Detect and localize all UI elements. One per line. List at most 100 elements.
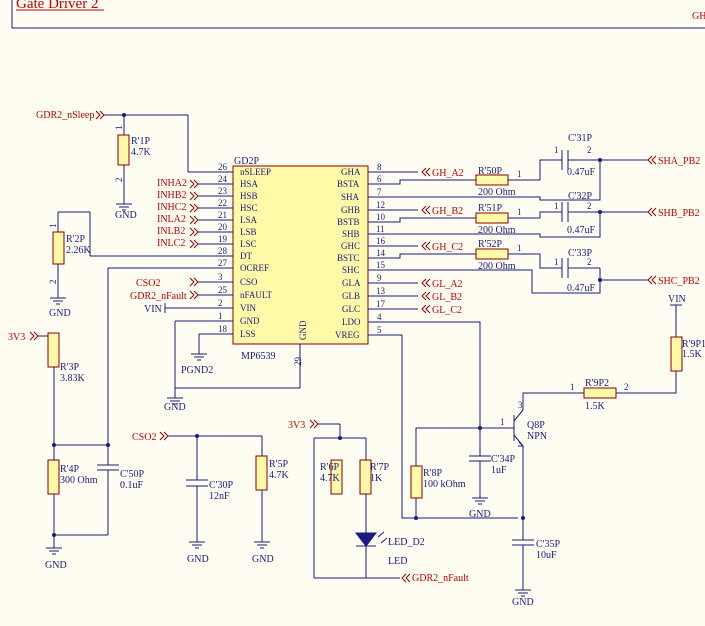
net-label-inlb2[interactable]: INLB2 (157, 226, 185, 237)
net-label-cso-bottom[interactable]: CSO2 (132, 432, 156, 443)
pin-name: LSC (240, 239, 257, 249)
offsheet-arrow-icon (159, 431, 169, 441)
pin-name: HSA (240, 179, 259, 189)
net-label-vin[interactable]: VIN (144, 304, 162, 315)
pin-num: 1 (517, 169, 522, 179)
junction-dot (521, 516, 525, 520)
resistor-r51p[interactable] (475, 212, 509, 224)
net-label-gh-c[interactable]: GH_C2 (432, 242, 463, 253)
net-label-3v3[interactable]: 3V3 (8, 332, 25, 343)
net-label-shb[interactable]: SHB_PB2 (658, 208, 700, 219)
r2p-ref: R'2P (66, 234, 85, 245)
resistor-r9p1[interactable] (670, 336, 683, 372)
gnd-label: GND (164, 402, 186, 413)
gnd-label: GND (187, 554, 209, 565)
pin-num: 2 (587, 201, 592, 211)
r2p-value: 2.26K (66, 245, 92, 256)
wire (393, 179, 476, 185)
net-label-vin-right[interactable]: VIN (668, 294, 686, 305)
resistor-r3p[interactable] (47, 332, 60, 368)
r3p-value: 3.83K (60, 373, 86, 384)
net-label-gl-a[interactable]: GL_A2 (432, 279, 463, 290)
c35p-value: 10uF (536, 550, 557, 561)
wire (393, 321, 481, 428)
pin-num: 1 (500, 417, 505, 427)
pin-num: 2 (114, 178, 124, 183)
net-label-gh-a[interactable]: GH_A2 (432, 168, 464, 179)
pin-num: 1 (218, 311, 223, 321)
r5p-ref: R'5P (269, 459, 288, 470)
ground-icon (254, 541, 270, 549)
net-label-gl-c[interactable]: GL_C2 (432, 305, 462, 316)
resistor-r52p[interactable] (475, 248, 509, 260)
net-label-inha2[interactable]: INHA2 (157, 178, 187, 189)
c34p-value: 1uF (491, 465, 507, 476)
pin-name: BSTB (337, 217, 360, 227)
npn-transistor-icon[interactable] (513, 409, 525, 447)
net-label-3v3-led[interactable]: 3V3 (288, 420, 305, 431)
net-label-shc[interactable]: SHC_PB2 (658, 276, 700, 287)
net-label-nsleep[interactable]: GDR2_nSleep (36, 110, 94, 121)
net-label-inlc2[interactable]: INLC2 (157, 238, 185, 249)
net-label-inhb2[interactable]: INHB2 (157, 190, 186, 201)
offsheet-arrow-icon (189, 191, 199, 201)
mp6539-body[interactable] (232, 165, 369, 345)
resistor-r8p[interactable] (410, 465, 423, 499)
junction-dot (52, 443, 56, 447)
pin-name: SHA (341, 192, 360, 202)
net-label-inla2[interactable]: INLA2 (157, 214, 186, 225)
c35p-ref: C'35P (536, 539, 560, 550)
pin-name: GLA (342, 278, 361, 288)
resistor-r2p[interactable] (52, 231, 65, 265)
offsheet-arrow-icon (421, 291, 431, 301)
net-label-inhc2[interactable]: INHC2 (157, 202, 186, 213)
r52p-ref: R'52P (478, 239, 502, 250)
net-label-sha[interactable]: SHA_PB2 (658, 156, 700, 167)
resistor-r1p[interactable] (117, 134, 130, 166)
net-label-nfault-bottom[interactable]: GDR2_nFault (412, 573, 469, 584)
r51p-ref: R'51P (478, 203, 502, 214)
resistor-r9p2[interactable] (583, 387, 617, 399)
resistor-r4p[interactable] (47, 459, 60, 495)
led-icon[interactable] (354, 531, 388, 547)
resistor-r5p[interactable] (255, 455, 268, 491)
c50p-ref: C'50P (120, 469, 144, 480)
r3p-ref: R'3P (60, 362, 79, 373)
net-label-gl-b[interactable]: GL_B2 (432, 292, 462, 303)
ic-ref: GD2P (234, 156, 259, 167)
net-label-nfault[interactable]: GDR2_nFault (130, 291, 187, 302)
net-label-gh-b[interactable]: GH_B2 (432, 206, 463, 217)
pin-num: 2 (587, 145, 592, 155)
resistor-r6p[interactable] (330, 459, 343, 495)
net-label-cso[interactable]: CSO2 (136, 278, 160, 289)
